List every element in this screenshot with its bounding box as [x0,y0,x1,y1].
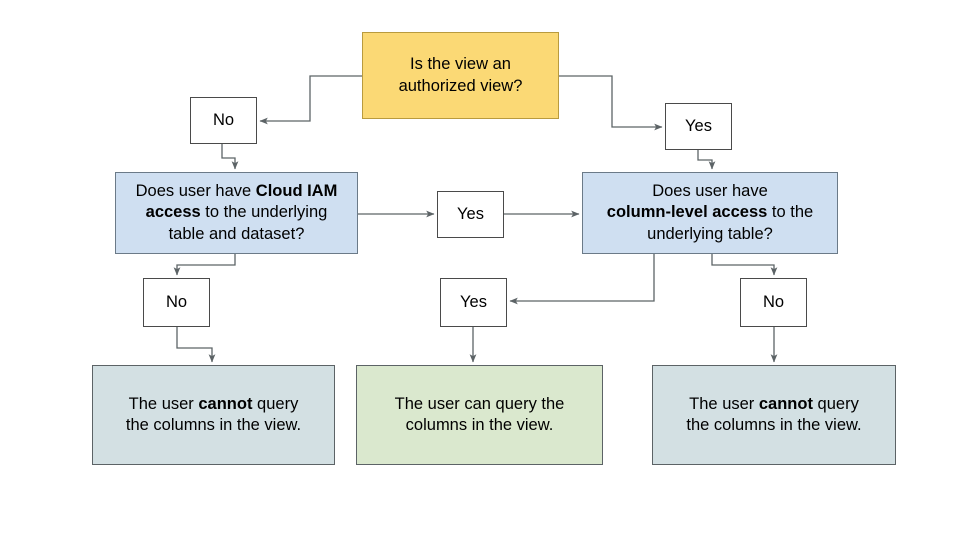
edge-authorized-to-yes [559,75,663,131]
node-label-branch-iam-no: No [165,292,188,311]
node-branch-iam-no[interactable]: No [143,278,210,327]
edge-yes-to-column [697,150,716,170]
edge-authorized-to-no [259,75,362,125]
edge-column-to-no [711,254,778,276]
node-label-branch-authorized-no: No [212,110,235,129]
node-branch-column-yes[interactable]: Yes [440,278,507,327]
node-label-branch-column-no: No [762,292,785,311]
node-label-branch-column-yes: Yes [460,292,487,311]
node-label-branch-authorized-yes: Yes [685,116,712,135]
node-label-branch-iam-yes: Yes [457,204,484,223]
node-branch-iam-yes[interactable]: Yes [437,191,504,238]
edge-column-to-yes [509,254,655,305]
edge-no-to-result-left [176,327,216,363]
node-branch-authorized-yes[interactable]: Yes [665,103,732,150]
edge-no-to-iam [221,144,239,170]
edge-iam-to-no [173,254,236,276]
node-branch-column-no[interactable]: No [740,278,807,327]
node-branch-authorized-no[interactable]: No [190,97,257,144]
